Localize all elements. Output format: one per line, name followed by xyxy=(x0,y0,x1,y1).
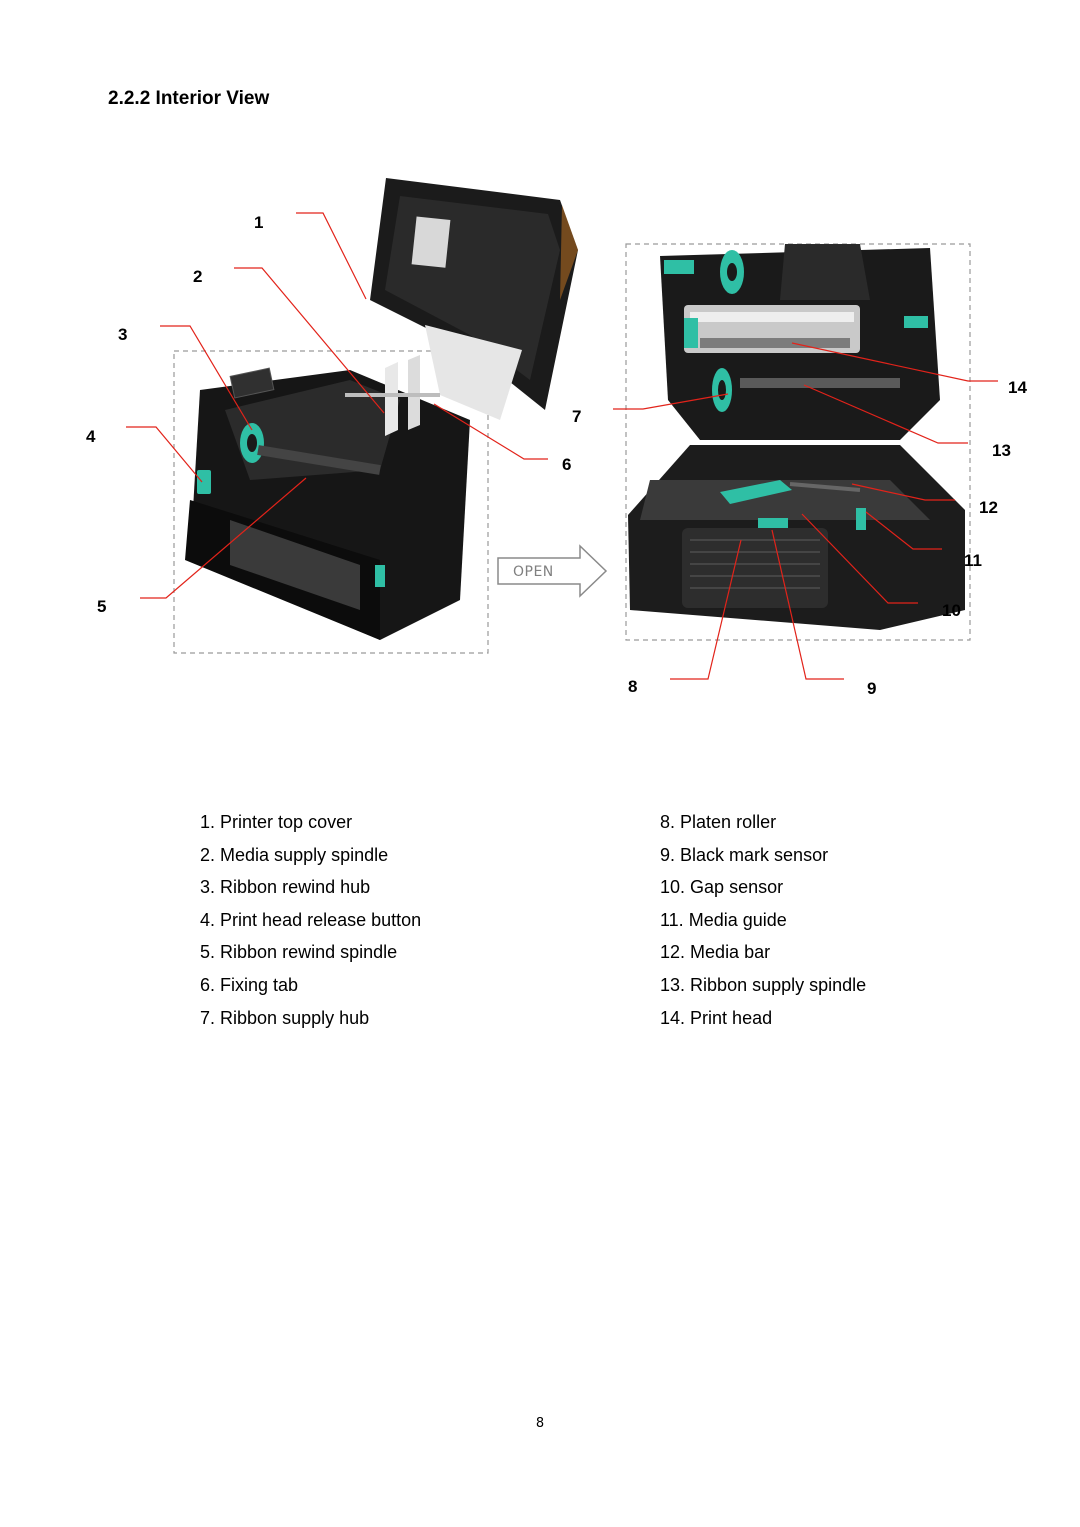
printer-left-illustration xyxy=(173,178,578,654)
legend-item: 7. Ribbon supply hub xyxy=(200,1007,370,1028)
callout-8: 8 xyxy=(628,677,638,696)
callout-1: 1 xyxy=(254,213,264,232)
leader-4 xyxy=(126,426,203,483)
callout-4: 4 xyxy=(86,427,96,446)
leader-6 xyxy=(433,403,548,460)
callout-5: 5 xyxy=(97,597,107,616)
legend-right-column: 8. Platen roller 9. Black mark sensor 10… xyxy=(660,806,866,1034)
legend-item: 8. Platen roller xyxy=(660,812,777,832)
legend-item: 14. Print head xyxy=(660,1007,773,1028)
leader-7 xyxy=(613,393,729,410)
callout-13: 13 xyxy=(992,441,1011,460)
legend-item: 1. Printer top cover xyxy=(200,812,353,832)
legend-item: 3. Ribbon rewind hub xyxy=(200,877,371,898)
callout-10: 10 xyxy=(942,601,961,620)
callout-7: 7 xyxy=(572,407,582,426)
media-guide xyxy=(720,480,792,504)
leader-12 xyxy=(851,483,955,501)
left-dashed-frame xyxy=(173,350,489,654)
legend-left-column: 1. Printer top cover 2. Media supply spi… xyxy=(200,806,421,1034)
callout-3: 3 xyxy=(118,325,128,344)
callout-6: 6 xyxy=(562,455,572,474)
legend-item: 10. Gap sensor xyxy=(660,877,784,898)
callout-9: 9 xyxy=(867,679,877,698)
leader-11 xyxy=(865,511,942,550)
interior-view-figure: OPEN xyxy=(126,178,998,680)
legend-item: 13. Ribbon supply spindle xyxy=(660,974,867,995)
callout-12: 12 xyxy=(979,498,998,517)
legend-item: 6. Fixing tab xyxy=(200,974,299,995)
legend-item: 4. Print head release button xyxy=(200,909,422,930)
legend-item: 12. Media bar xyxy=(660,942,771,963)
leader-8 xyxy=(670,539,742,680)
legend-item: 11. Media guide xyxy=(660,909,787,930)
print-head-release-button xyxy=(197,470,211,494)
legend-item: 9. Black mark sensor xyxy=(660,844,829,865)
callout-2: 2 xyxy=(193,267,203,286)
open-arrow: OPEN xyxy=(497,544,608,598)
leader-10 xyxy=(801,513,918,604)
legend-item: 5. Ribbon rewind spindle xyxy=(200,942,398,963)
callout-14: 14 xyxy=(1008,378,1027,397)
media-bar xyxy=(789,482,861,492)
leader-13 xyxy=(803,384,968,444)
leader-2 xyxy=(234,267,385,414)
leader-lines xyxy=(126,212,998,680)
leader-14 xyxy=(791,342,998,382)
section-heading: 2.2.2 Interior View xyxy=(108,88,270,109)
open-arrow-label: OPEN xyxy=(513,564,554,580)
leader-3 xyxy=(160,325,253,431)
callout-11: 11 xyxy=(964,551,982,570)
legend-item: 2. Media supply spindle xyxy=(200,844,389,865)
printer-right-illustration xyxy=(625,243,971,641)
leader-5 xyxy=(140,477,307,599)
leader-9 xyxy=(771,529,844,680)
leader-1 xyxy=(296,212,367,300)
page-number: 8 xyxy=(535,1416,545,1431)
